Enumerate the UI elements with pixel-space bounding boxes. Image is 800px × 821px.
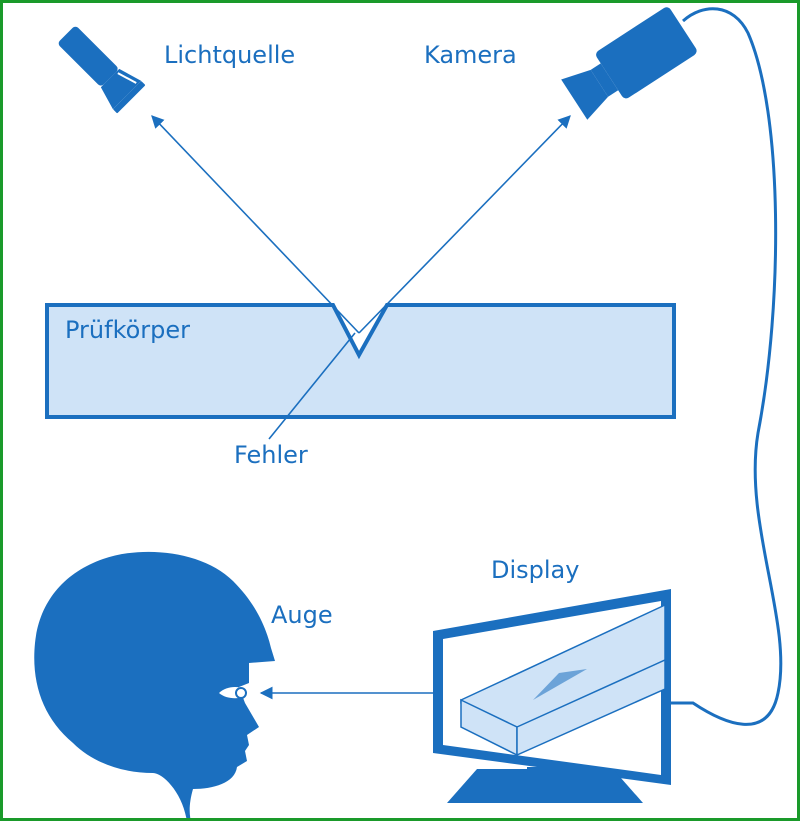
display-label: Display	[491, 556, 580, 584]
reflected-ray	[358, 115, 571, 334]
flashlight-icon	[58, 26, 146, 114]
camera-cable	[671, 7, 783, 726]
eye-label: Auge	[271, 601, 333, 629]
specimen-label: Prüfkörper	[65, 316, 191, 344]
incident-ray	[151, 115, 360, 334]
defect-pointer	[268, 332, 356, 440]
light-source-label: Lichtquelle	[164, 41, 296, 69]
monitor-icon	[433, 589, 671, 803]
defect-label: Fehler	[234, 441, 308, 469]
camera-label: Kamera	[424, 41, 517, 69]
diagram-canvas	[34, 7, 783, 818]
head-silhouette-icon	[34, 551, 275, 818]
specimen-block	[45, 303, 676, 419]
camera-icon	[561, 7, 697, 120]
